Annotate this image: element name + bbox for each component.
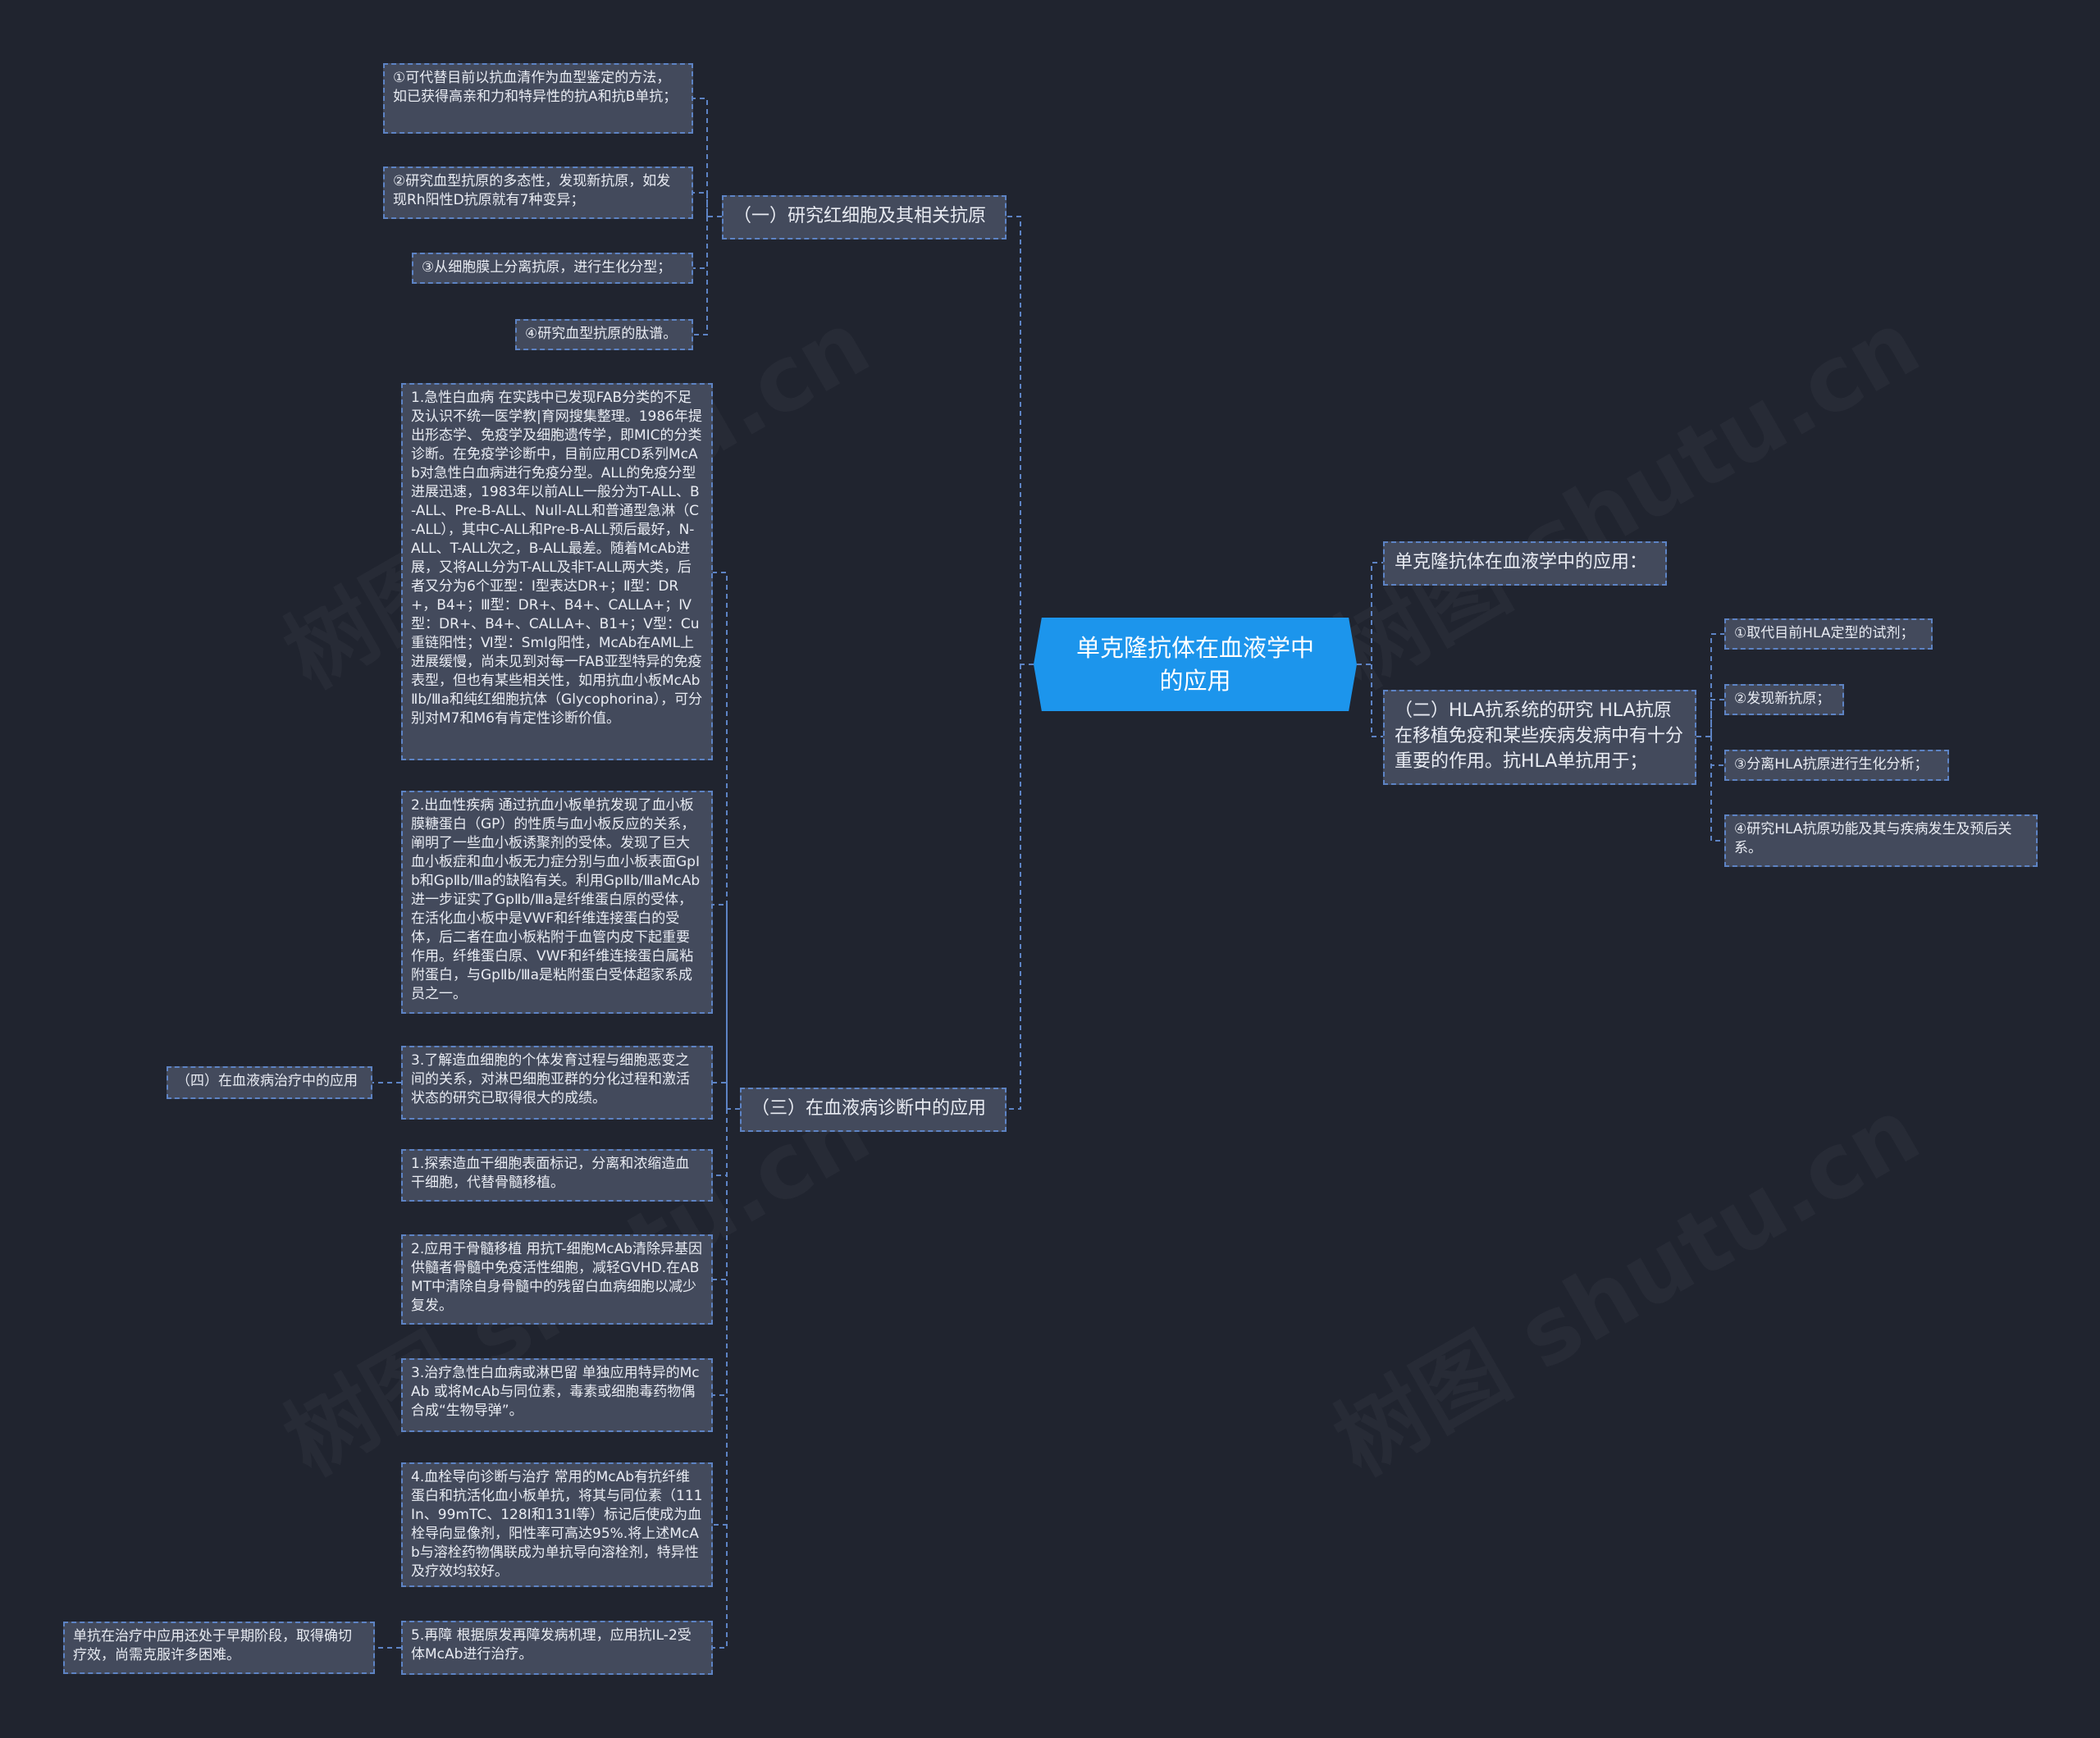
link-hla-4 <box>1710 737 1724 842</box>
topic-treatment[interactable]: （四）在血液病治疗中的应用 <box>167 1066 372 1099</box>
hla-item-2[interactable]: ②发现新抗原； <box>1724 684 1844 715</box>
diag-item-4[interactable]: 1.探索造血干细胞表面标记，分离和浓缩造血干细胞，代替骨髓移植。 <box>401 1149 713 1202</box>
link-diag-7 <box>713 1109 728 1526</box>
hla-item-3[interactable]: ③分离HLA抗原进行生化分析； <box>1724 750 1949 781</box>
link-diag-1 <box>713 572 740 1110</box>
link-diag-5 <box>713 1109 728 1280</box>
diag-item-8[interactable]: 5.再障 根据原发再障发病机理，应用抗IL-2受体McAb进行治疗。 <box>401 1621 713 1675</box>
link-rbc-1 <box>693 98 722 217</box>
diag-item-7[interactable]: 4.血栓导向诊断与治疗 常用的McAb有抗纤维蛋白和抗活化血小板单抗，将其与同位… <box>401 1462 713 1587</box>
link-rbc-3 <box>693 217 708 269</box>
link-diag-6 <box>713 1109 728 1396</box>
rbc-item-1[interactable]: ①可代替目前以抗血清作为血型鉴定的方法，如已获得高亲和力和特异性的抗A和抗B单抗… <box>383 63 693 134</box>
link-rbc-2 <box>693 192 708 217</box>
link-diag-8 <box>713 1109 728 1649</box>
topic-hla-research[interactable]: （二）HLA抗系统的研究 HLA抗原在移植免疫和某些疾病发病中有十分重要的作用。… <box>1383 690 1696 785</box>
link-hla-2 <box>1710 699 1724 737</box>
diag-item-2[interactable]: 2.出血性疾病 通过抗血小板单抗发现了血小板膜糖蛋白（GP）的性质与血小板反应的… <box>401 791 713 1014</box>
diag-item-3[interactable]: 3.了解造血细胞的个体发育过程与细胞恶变之间的关系，对淋巴细胞亚群的分化过程和激… <box>401 1046 713 1120</box>
hla-item-1[interactable]: ①取代目前HLA定型的试剂； <box>1724 618 1933 650</box>
topic-rbc-research[interactable]: （一）研究红细胞及其相关抗原 <box>722 195 1007 239</box>
link-hla-3 <box>1710 737 1724 766</box>
central-topic[interactable]: 单克隆抗体在血液学中的应用 <box>1034 618 1357 711</box>
link-diag-4 <box>713 1109 728 1176</box>
link-diag-2 <box>713 904 728 1109</box>
rbc-item-2[interactable]: ②研究血型抗原的多态性，发现新抗原，如发现Rh阳性D抗原就有7种变异； <box>383 167 693 219</box>
link-center-hla <box>1371 664 1383 737</box>
link-center-diag <box>1007 664 1021 1110</box>
link-diag-3 <box>713 1082 728 1109</box>
link-center-intro <box>1357 562 1383 665</box>
diag-item-6[interactable]: 3.治疗急性白血病或淋巴留 单独应用特异的McAb 或将McAb与同位素，毒素或… <box>401 1358 713 1432</box>
diag-item-5[interactable]: 2.应用于骨髓移植 用抗T-细胞McAb清除异基因供髓者骨髓中免疫活性细胞，减轻… <box>401 1234 713 1325</box>
link-hla-1 <box>1696 633 1724 737</box>
hla-item-4[interactable]: ④研究HLA抗原功能及其与疾病发生及预后关系。 <box>1724 814 2038 867</box>
link-rbc-4 <box>693 217 708 335</box>
diag-item-1[interactable]: 1.急性白血病 在实践中已发现FAB分类的不足及认识不统一医学教|育网搜集整理。… <box>401 383 713 760</box>
topic-diagnosis[interactable]: （三）在血液病诊断中的应用 <box>740 1088 1007 1132</box>
link-center-rbc <box>1007 216 1034 665</box>
rbc-item-4[interactable]: ④研究血型抗原的肽谱。 <box>515 319 693 350</box>
rbc-item-3[interactable]: ③从细胞膜上分离抗原，进行生化分型； <box>412 253 693 284</box>
topic-intro[interactable]: 单克隆抗体在血液学中的应用： <box>1383 541 1667 586</box>
treatment-note[interactable]: 单抗在治疗中应用还处于早期阶段，取得确切疗效，尚需克服许多困难。 <box>63 1622 375 1674</box>
